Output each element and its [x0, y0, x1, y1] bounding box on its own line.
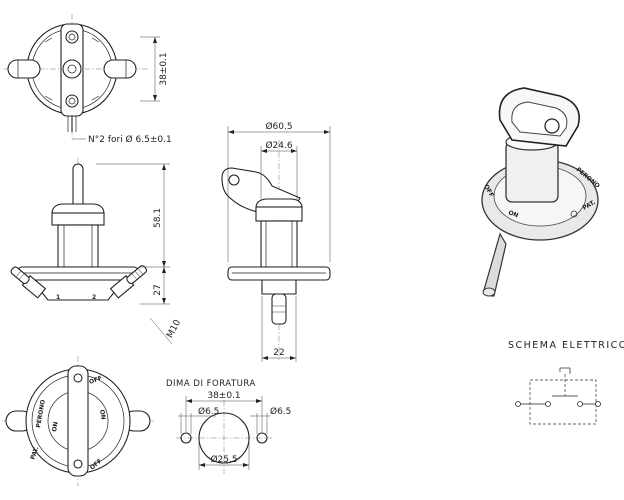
- photo-label-on: ON: [507, 209, 519, 219]
- top-view: 38±0.1 N°2 fori Ø 6.5±0.1: [4, 14, 172, 145]
- bottom-width-dimension: 22: [273, 348, 284, 358]
- front-view: 1 2 58.1 27 M10: [10, 158, 183, 345]
- bottom-label-on-left: ON: [51, 421, 60, 432]
- drilling-template: DIMA DI FORATURA 38±0.1 Ø6.5 Ø6.5 Ø25.5: [166, 379, 291, 474]
- product-photo: OFF ON PERONO PAT.: [481, 87, 601, 297]
- template-hole-left-dimension: Ø6.5: [198, 406, 219, 417]
- template-spacing-dimension: 38±0.1: [207, 391, 240, 401]
- front-flange-dimension: 27: [153, 284, 163, 295]
- schematic-title: SCHEMA ELETTRICO: [508, 340, 624, 351]
- front-height-dimension: 58.1: [153, 208, 163, 228]
- electrical-schematic: SCHEMA ELETTRICO: [508, 340, 624, 425]
- holes-note: N°2 fori Ø 6.5±0.1: [88, 134, 172, 145]
- drilling-template-title: DIMA DI FORATURA: [166, 379, 256, 389]
- bottom-label-pat: PAT.: [29, 446, 40, 461]
- bottom-label-on-right: ON: [98, 409, 107, 420]
- thread-dimension: M10: [165, 318, 183, 340]
- top-view-height-dimension: 38±0.1: [159, 52, 169, 85]
- outer-diameter-dimension: Ø60.5: [265, 121, 292, 132]
- template-hole-right-dimension: Ø6.5: [270, 406, 291, 417]
- bottom-view: OFF PERONO ON PAT. ON OFF: [2, 356, 154, 486]
- side-view: Ø60.5 Ø24.6 22: [221, 121, 331, 362]
- bottom-label-perono: PERONO: [35, 399, 47, 428]
- terminal-2-label: 2: [92, 294, 96, 301]
- inner-diameter-dimension: Ø24.6: [265, 140, 292, 151]
- terminal-1-label: 1: [56, 294, 60, 301]
- template-center-dimension: Ø25.5: [210, 454, 237, 465]
- bottom-label-off-top: OFF: [88, 375, 103, 386]
